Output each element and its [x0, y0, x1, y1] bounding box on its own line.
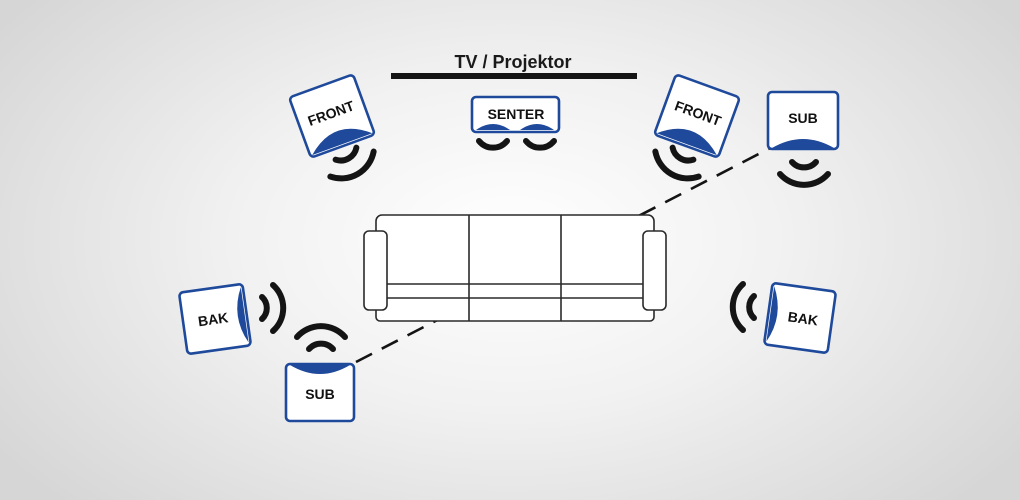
- sound-wave-inner: [669, 144, 697, 164]
- speaker-sub-right-label: SUB: [788, 110, 818, 126]
- speaker-center: SENTER: [470, 95, 561, 151]
- speaker-rear-left: BAK: [178, 282, 287, 355]
- speaker-sub-right-waves: [777, 159, 831, 188]
- speaker-center-cone-right: [520, 124, 554, 130]
- speaker-sub-left: SUB: [284, 323, 356, 423]
- tv-projector-label: TV / Projektor: [454, 52, 571, 72]
- speaker-rear-left-cone: [237, 287, 249, 343]
- speaker-rear-right-box: [763, 282, 837, 354]
- sound-wave-outer: [652, 148, 702, 182]
- sofa: [363, 214, 667, 322]
- sound-wave-outer: [270, 282, 287, 334]
- speaker-rear-left-waves: [259, 282, 287, 334]
- sound-wave-outer: [327, 148, 377, 182]
- sound-wave-inner: [306, 340, 336, 352]
- speaker-sub-right-box: [766, 90, 840, 151]
- sound-wave-inner: [523, 138, 557, 151]
- speaker-front-left-waves: [327, 144, 377, 182]
- sound-wave-inner: [789, 159, 819, 171]
- speaker-rear-right-waves: [729, 281, 757, 333]
- sound-wave-inner: [332, 144, 360, 164]
- speaker-center-box: [470, 95, 561, 134]
- speaker-front-right-cone: [656, 128, 717, 156]
- speaker-sub-left-box: [284, 362, 356, 423]
- speaker-front-left: FRONT: [288, 74, 377, 182]
- sofa-armrest-right: [642, 230, 667, 311]
- speaker-rear-right-cone: [766, 286, 778, 342]
- speaker-center-waves-right: [523, 138, 557, 151]
- sound-wave-outer: [729, 281, 746, 333]
- sound-wave-outer: [294, 323, 348, 340]
- speaker-center-waves-left: [476, 138, 510, 151]
- speaker-sub-right-cone: [772, 139, 834, 148]
- sound-wave-inner: [259, 294, 270, 322]
- speaker-front-right-waves: [652, 144, 702, 182]
- speaker-sub-right: SUB: [766, 90, 840, 188]
- speaker-rear-right-label: BAK: [787, 308, 819, 328]
- sound-wave-inner: [476, 138, 510, 151]
- speaker-front-left-cone: [312, 128, 373, 156]
- speaker-sub-left-waves: [294, 323, 348, 352]
- tv-screen-bar: [391, 73, 637, 79]
- speaker-center-label: SENTER: [488, 106, 545, 122]
- sound-wave-outer: [777, 171, 831, 188]
- speaker-sub-left-label: SUB: [305, 386, 335, 402]
- sofa-armrest-left: [363, 230, 388, 311]
- speaker-center-cone-left: [476, 124, 510, 130]
- speaker-sub-left-cone: [290, 365, 350, 374]
- speaker-front-right: FRONT: [652, 74, 741, 182]
- sofa-seat: [375, 283, 655, 322]
- speaker-rear-right: BAK: [729, 281, 837, 354]
- speaker-rear-left-label: BAK: [197, 309, 229, 329]
- sound-wave-inner: [746, 293, 757, 321]
- tv-projector: TV / Projektor: [391, 52, 637, 79]
- speaker-rear-left-box: [178, 283, 252, 355]
